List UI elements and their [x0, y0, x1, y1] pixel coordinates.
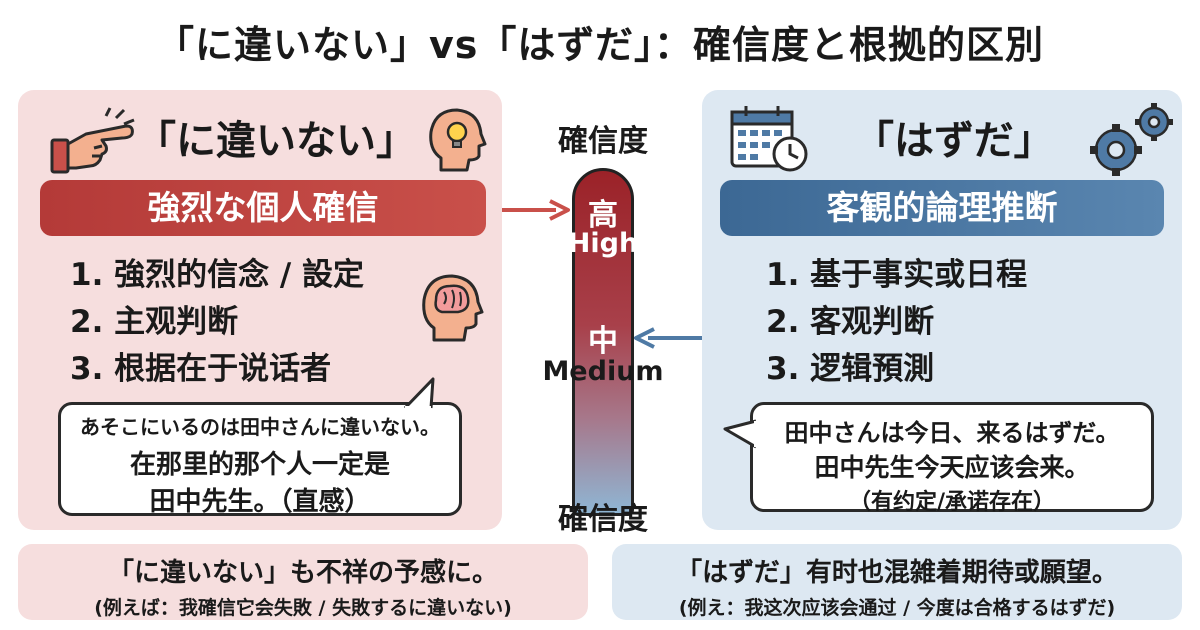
left-list: 1. 強烈的信念 / 設定 2. 主观判断 3. 根据在于说话者 [70, 252, 364, 393]
list-item: 2. 客观判断 [766, 304, 935, 340]
list-item: 3. 逻辑預測 [766, 351, 935, 387]
right-list: 1. 基于事实或日程 2. 客观判断 3. 逻辑預測 [766, 252, 1027, 393]
arrow-left-icon [634, 327, 702, 349]
high-kanji-label: 高 [588, 198, 618, 233]
footer-main-text: 「に違いない」も不祥の予感に。 [107, 558, 498, 588]
list-item: 3. 根据在于说话者 [70, 351, 332, 387]
right-panel: 「はずだ」 客観的論理推断 1. 基于事实或日程 2. 客观判断 3. 逻辑預測… [702, 90, 1182, 530]
bubble-line: （有约定/承诺存在） [848, 490, 1056, 515]
medium-kanji-label: 中 [588, 324, 618, 359]
footer-example-text: (例えば：我確信它会失敗 / 失敗するに違いない) [94, 597, 512, 619]
page-title: 「に違いない」vs「はずだ」：確信度と根拠的区別 [155, 23, 1044, 67]
high-en-label: High [567, 228, 639, 259]
list-item: 1. 強烈的信念 / 設定 [70, 257, 365, 293]
left-banner: 強烈な個人確信 [40, 180, 486, 236]
confidence-thermometer [572, 168, 634, 516]
footer-main-text: 「はずだ」有时也混雑着期待或願望。 [676, 558, 1118, 588]
pointing-hand-icon [50, 107, 135, 174]
gears-icon [1090, 103, 1173, 176]
bubble-line: 田中先生。（直感） [149, 487, 371, 517]
confidence-label-top: 確信度 [558, 124, 648, 159]
list-item: 2. 主观判断 [70, 304, 239, 340]
confidence-label-bottom: 確信度 [558, 502, 648, 537]
bubble-line: 田中さんは今日、来るはずだ。 [784, 419, 1120, 447]
right-footer: 「はずだ」有时也混雑着期待或願望。 (例え：我这次应该会通过 / 今度は合格する… [612, 544, 1182, 620]
medium-en-label: Medium [542, 356, 664, 387]
left-speech-bubble: あそこにいるのは田中さんに違いない。 在那里的那个人一定是 田中先生。（直感） [58, 377, 462, 517]
bubble-tail [403, 377, 435, 409]
head-lightbulb-icon [429, 108, 487, 172]
calendar-clock-icon [730, 106, 808, 172]
left-footer: 「に違いない」も不祥の予感に。 (例えば：我確信它会失敗 / 失敗するに違いない… [18, 544, 588, 620]
right-heading: 「はずだ」 [854, 118, 1054, 164]
bubble-line: 田中先生今天应该会来。 [814, 453, 1090, 482]
left-panel: 「に違いない」 強烈な個人確信 1. 強烈的信念 / 設定 2. 主观判断 3.… [18, 90, 502, 530]
left-heading: 「に違いない」 [136, 118, 416, 164]
head-brain-icon [422, 274, 484, 342]
right-speech-bubble: 田中さんは今日、来るはずだ。 田中先生今天应该会来。 （有约定/承诺存在） [723, 402, 1154, 515]
bubble-line: 在那里的那个人一定是 [129, 450, 390, 480]
bubble-line: あそこにいるのは田中さんに違いない。 [80, 415, 440, 439]
footer-example-text: (例え：我这次应该会通过 / 今度は合格するはずだ) [678, 597, 1116, 619]
bubble-tail [723, 419, 757, 449]
arrow-right-icon [502, 199, 570, 221]
right-banner: 客観的論理推断 [720, 180, 1164, 236]
list-item: 1. 基于事实或日程 [766, 257, 1028, 293]
